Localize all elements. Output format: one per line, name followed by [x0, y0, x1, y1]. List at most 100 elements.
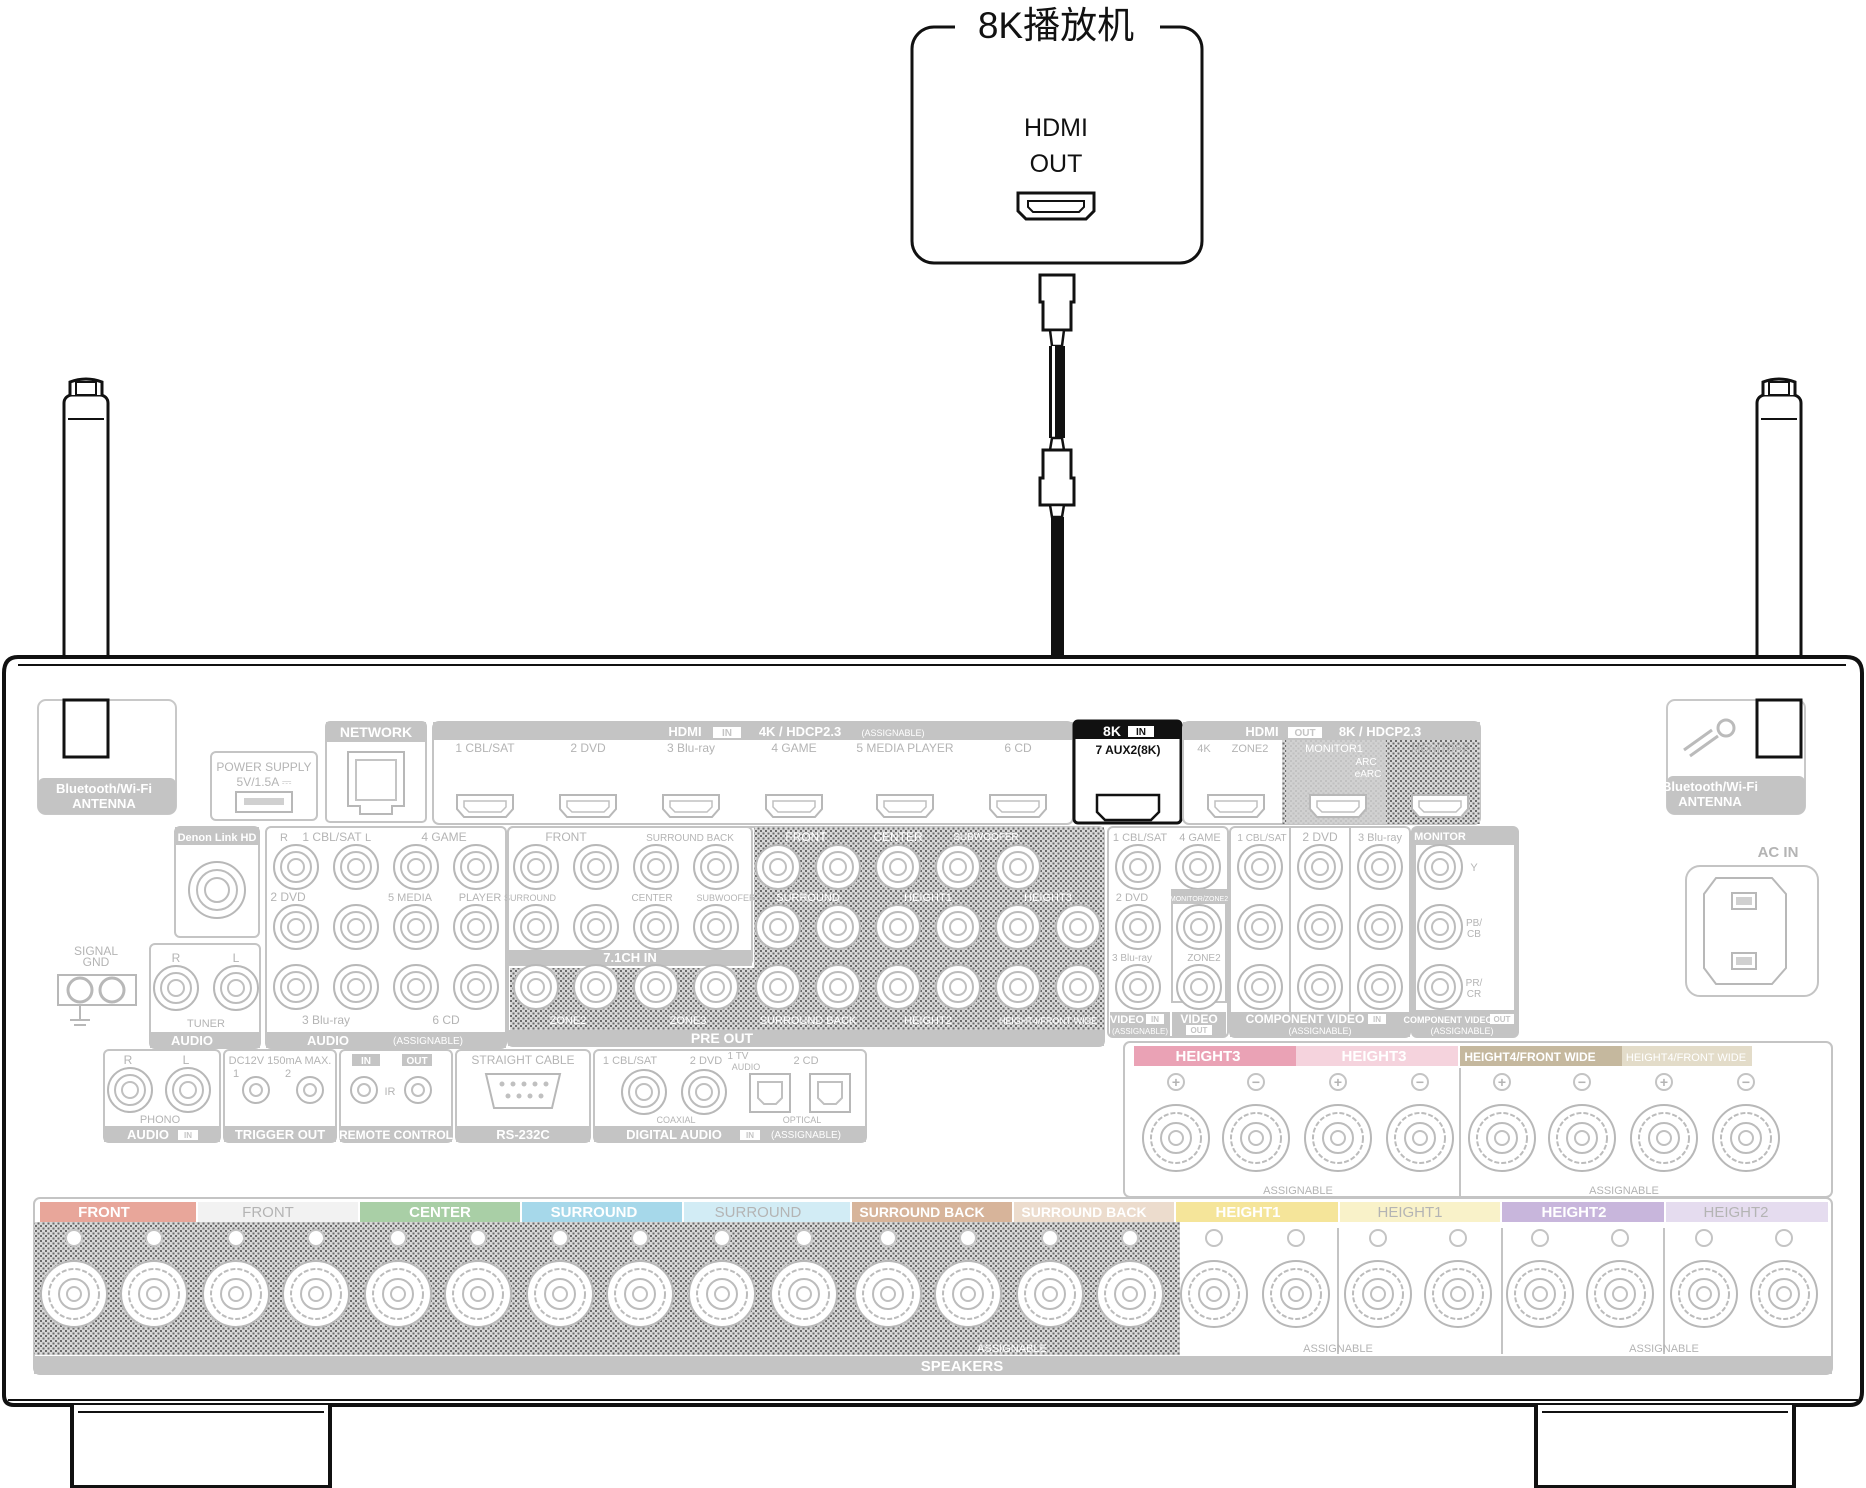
video-monitor-zone2: MONITOR/ZONE2 — [1170, 896, 1228, 903]
hdmi-out-monitor1: MONITOR1 — [1305, 743, 1363, 755]
tuner-l: L — [233, 951, 240, 965]
power-supply-usb: POWER SUPPLY 5V/1.5A ⎓ — [210, 751, 318, 821]
spk-assignable-upper-1: ASSIGNABLE — [1263, 1185, 1333, 1197]
minus-sign: − — [1252, 1074, 1260, 1090]
phono-label: PHONO — [140, 1114, 181, 1126]
remote-control: IN OUT IR REMOTE CONTROL — [339, 1049, 453, 1143]
phono-audio-in: R L PHONO AUDIO IN — [103, 1049, 221, 1143]
video-game: 4 GAME — [1179, 832, 1221, 844]
spk-height3-r: HEIGHT3 — [1175, 1048, 1240, 1065]
spk-assignable-3: ASSIGNABLE — [1629, 1343, 1699, 1355]
minus-sign: − — [1578, 1074, 1586, 1090]
audio-in-cbl: 1 CBL/SAT — [302, 830, 362, 844]
hdmi-in-port-6 — [989, 794, 1047, 818]
video-bluray: 3 Blu-ray — [1112, 953, 1152, 964]
audio-in-section: R 1 CBL/SAT L 4 GAME 2 DVD 5 MEDIA PLAYE… — [265, 826, 507, 1049]
phono-l: L — [183, 1053, 190, 1067]
hdmi-8k-in: 8K IN 7 AUX2(8K) — [1072, 719, 1183, 825]
preout-subwoofer: SUBWOOFER — [953, 832, 1019, 843]
tuner-footer: AUDIO — [171, 1033, 213, 1048]
plus-sign: + — [1660, 1074, 1668, 1090]
hdmi-out-badge: OUT — [1294, 728, 1315, 739]
spk-sback-l: SURROUND BACK — [1021, 1204, 1146, 1220]
audio-in-media: 5 MEDIA — [388, 892, 433, 904]
spk-front-r: FRONT — [78, 1204, 130, 1221]
digital-tv: 1 TV — [728, 1051, 749, 1062]
audio-in-l: L — [365, 832, 371, 844]
preout-zone2: ZONE2 — [550, 1015, 587, 1027]
antenna-base-right — [1755, 698, 1803, 759]
plus-sign: + — [1334, 1074, 1342, 1090]
preout-height2: HEIGHT2 — [904, 1015, 952, 1027]
speakers-footer: SPEAKERS — [921, 1358, 1004, 1375]
spk-height4-l: HEIGHT4/FRONT WIDE — [1626, 1052, 1746, 1064]
hdmi-out-port-monitor2 — [1411, 794, 1469, 818]
preout-footer: PRE OUT — [691, 1030, 754, 1046]
spk-center: CENTER — [409, 1204, 471, 1221]
phono-r: R — [124, 1053, 133, 1067]
remote-footer: REMOTE CONTROL — [339, 1128, 453, 1142]
minus-sign: − — [1416, 1074, 1424, 1090]
hdmi-out-port-zone2 — [1207, 794, 1265, 818]
antenna-base-left — [62, 698, 110, 759]
hdmi-in-spec: 4K / HDCP2.3 — [759, 724, 841, 739]
digital-optical: OPTICAL — [783, 1115, 822, 1125]
8k-player: 8K播放机 HDMI OUT — [910, 5, 1204, 265]
audio-in-footer: AUDIO — [307, 1033, 349, 1048]
player-title: 8K播放机 — [978, 5, 1134, 46]
audio-in-game: 4 GAME — [421, 830, 466, 844]
rs232-top: STRAIGHT CABLE — [471, 1053, 574, 1067]
digital-cd: 2 CD — [793, 1055, 818, 1067]
antenna-left-label-2: ANTENNA — [72, 796, 136, 811]
component-video-out: MONITOR Y PB/ CB PR/ CR COMPONENT VIDEO … — [1403, 826, 1519, 1038]
hdmi-in-port-2 — [559, 794, 617, 818]
hdmi-out-port-monitor1 — [1309, 794, 1367, 818]
hdmi-8k-badge: IN — [1136, 727, 1146, 738]
trigger-out: DC12V 150mA MAX. 1 2 TRIGGER OUT — [223, 1049, 337, 1143]
video-dvd: 2 DVD — [1116, 892, 1148, 904]
hdmi-out-arc: ARC — [1355, 757, 1376, 768]
tuner-label: TUNER — [187, 1018, 225, 1030]
component-assignable: (ASSIGNABLE) — [1288, 1026, 1351, 1036]
video-out-badge: OUT — [1191, 1026, 1208, 1035]
pre-out-section: FRONT CENTER SUBWOOFER SURROUND HEIGHT1 … — [507, 826, 1105, 1047]
hdmi-in-header: HDMI — [668, 724, 701, 739]
video-zone2: ZONE2 — [1187, 953, 1221, 964]
audio-in-player: PLAYER — [459, 892, 502, 904]
hdmi-out-earc: eARC — [1355, 769, 1382, 780]
component-out-footer: COMPONENT VIDEO — [1403, 1015, 1492, 1025]
antenna-right-label-2: ANTENNA — [1678, 794, 1742, 809]
hdmi-in-label-5: 5 MEDIA PLAYER — [856, 741, 953, 755]
hdmi-in-section: HDMI IN 4K / HDCP2.3 (ASSIGNABLE) 1 CBL/… — [432, 721, 1074, 825]
audio-in-bluray: 3 Blu-ray — [302, 1013, 350, 1027]
hdmi-8k-input-label: 7 AUX2(8K) — [1096, 743, 1161, 757]
preout-sback: SURROUND BACK — [760, 1015, 857, 1027]
preout-front: FRONT — [785, 830, 827, 844]
antenna-right-label: Bluetooth/Wi-Fi — [1662, 779, 1758, 794]
digital-assignable: (ASSIGNABLE) — [771, 1130, 841, 1141]
remote-out: OUT — [406, 1056, 427, 1067]
digital-dvd: 2 DVD — [690, 1055, 722, 1067]
video-in-badge: IN — [1151, 1015, 1159, 1024]
hdmi-in-assignable: (ASSIGNABLE) — [861, 728, 924, 738]
component-pb: PB/ — [1466, 918, 1482, 929]
speakers-height-upper: HEIGHT3 HEIGHT3 HEIGHT4/FRONT WIDE HEIGH… — [1123, 1041, 1833, 1198]
preout-height1: HEIGHT1 — [904, 892, 952, 904]
in71-surround: SURROUND — [504, 893, 557, 903]
trigger-footer: TRIGGER OUT — [235, 1127, 325, 1142]
spk-assignable-upper-2: ASSIGNABLE — [1589, 1185, 1659, 1197]
video-out-footer: VIDEO — [1180, 1012, 1217, 1026]
hdmi-in-label-2: 2 DVD — [570, 741, 606, 755]
hdmi-out-header: HDMI — [1245, 724, 1278, 739]
hdmi-out-zone2: ZONE2 — [1232, 743, 1269, 755]
hdmi-in-label-1: 1 CBL/SAT — [455, 741, 515, 755]
plus-sign: + — [1172, 1074, 1180, 1090]
component-in-badge: IN — [1373, 1015, 1381, 1024]
digital-tv-audio: AUDIO — [732, 1062, 761, 1072]
spk-height3-l: HEIGHT3 — [1341, 1048, 1406, 1065]
preout-center: CENTER — [873, 830, 923, 844]
in71-sback: SURROUND BACK — [646, 833, 734, 844]
ac-in: AC IN — [1685, 844, 1819, 997]
hdmi-in-label-4: 4 GAME — [771, 741, 816, 755]
hdmi-in-port-3 — [662, 794, 720, 818]
